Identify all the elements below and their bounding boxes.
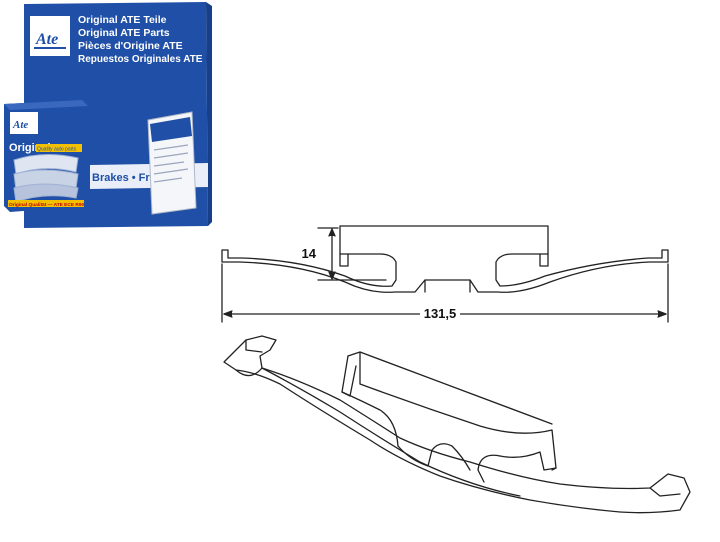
leaflet-icon — [147, 111, 197, 215]
product-package-photo: Brakes • Fre Ate Original ATE Teile Orig… — [0, 0, 212, 232]
pad-box-logo: Ate — [12, 119, 28, 131]
svg-text:Ate: Ate — [35, 31, 58, 48]
box-line-4: Repuestos Originales ATE — [78, 54, 203, 65]
spring-perspective-view — [223, 335, 691, 514]
height-value: 14 — [302, 246, 317, 261]
ate-logo-icon: Ate — [30, 16, 70, 56]
height-dimension — [317, 227, 387, 281]
spring-top-view — [221, 225, 669, 293]
pad-box: Ate Original Quality auto parts Original… — [4, 100, 88, 212]
box-line-3: Pièces d'Origine ATE — [78, 40, 183, 52]
brake-pad-icon — [13, 153, 79, 203]
length-value: 131,5 — [424, 306, 457, 321]
box-line-1: Original ATE Teile — [78, 14, 167, 26]
pad-box-subtitle: Quality auto parts — [37, 147, 77, 153]
box-line-2: Original ATE Parts — [78, 27, 170, 39]
pad-box-footer: Original Qualität — ATE ECE R90 — [9, 202, 84, 208]
band-text: Brakes • Fre — [92, 172, 156, 184]
